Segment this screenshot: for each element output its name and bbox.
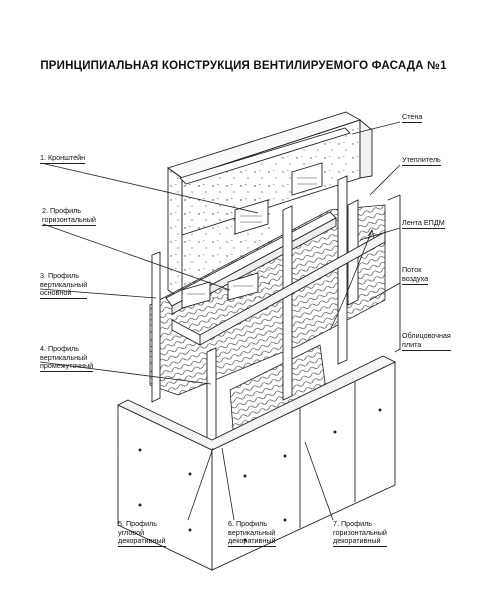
label-airflow-line2: воздуха — [402, 274, 429, 285]
cladding-panels — [116, 355, 397, 571]
label-vertical-main-line3: основной — [40, 288, 88, 300]
label-horizontal-decor-line2: горизонтальный — [333, 527, 387, 537]
label-bracket: 1. Кронштейн — [40, 153, 86, 165]
vertical-profiles — [151, 175, 359, 445]
label-cladding-panel-line2: плита — [402, 340, 451, 351]
label-epdm-tape-text: Лента ЕПДМ — [402, 218, 445, 230]
label-horizontal-decor-profile: 7. Профиль горизонтальный декоративный — [333, 519, 387, 548]
label-vertical-intermediate-line1: 4. Профиль — [40, 344, 80, 353]
label-wall-text: Стена — [402, 112, 423, 124]
leader-lines — [39, 121, 401, 521]
label-epdm-tape: Лента ЕПДМ — [402, 218, 445, 230]
label-horizontal-profile: 2. Профиль горизонтальный — [42, 206, 96, 226]
label-cladding-panel-line1: Облицовочная — [402, 331, 451, 340]
label-wall: Стена — [402, 112, 423, 124]
label-corner-profile-line3: декоративный — [118, 536, 166, 548]
label-vertical-main-profile: 3. Профиль вертикальный основной — [40, 271, 88, 300]
label-airflow: Поток воздуха — [402, 265, 429, 285]
label-insulation-text: Утеплитель — [402, 155, 441, 167]
diagram-title: ПРИНЦИПИАЛЬНАЯ КОНСТРУКЦИЯ ВЕНТИЛИРУЕМОГ… — [40, 60, 447, 72]
label-vertical-intermediate-line2: вертикальный — [40, 352, 88, 362]
label-horizontal-decor-line1: 7. Профиль — [333, 519, 373, 528]
label-horizontal-decor-line3: декоративный — [333, 536, 387, 548]
label-bracket-text: 1. Кронштейн — [40, 153, 86, 165]
label-vertical-main-line2: вертикальный — [40, 279, 88, 289]
label-horizontal-profile-line1: 2. Профиль — [42, 206, 82, 215]
label-airflow-line1: Поток — [402, 265, 422, 274]
label-vertical-intermediate-profile: 4. Профиль вертикальный промежуточный — [40, 344, 94, 373]
label-vertical-decor-line2: вертикальный — [228, 527, 276, 537]
label-vertical-intermediate-line3: промежуточный — [40, 361, 94, 373]
label-vertical-main-line1: 3. Профиль — [40, 271, 80, 280]
label-corner-profile-line2: угловой — [118, 527, 145, 537]
airflow-arrows — [329, 229, 375, 331]
label-horizontal-profile-line2: горизонтальный — [42, 215, 96, 226]
label-corner-profile-line1: 5. Профиль — [118, 519, 158, 528]
label-vertical-decor-line1: 6. Профиль — [228, 519, 268, 528]
upper-cladding — [171, 194, 401, 350]
label-cladding-panel: Облицовочная плита — [402, 331, 451, 351]
label-vertical-decor-profile: 6. Профиль вертикальный декоративный — [228, 519, 276, 548]
label-vertical-decor-line3: декоративный — [228, 536, 276, 548]
label-insulation: Утеплитель — [402, 155, 441, 167]
label-corner-profile: 5. Профиль угловой декоративный — [118, 519, 166, 548]
brackets — [181, 162, 323, 309]
